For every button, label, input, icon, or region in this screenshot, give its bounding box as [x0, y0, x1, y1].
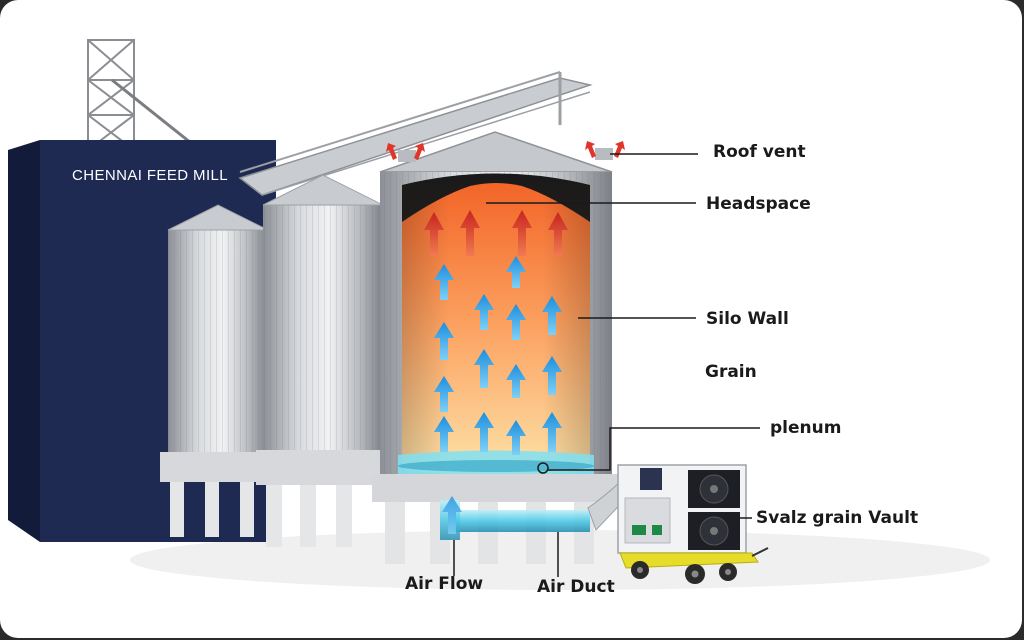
up-arrow-icon: [506, 256, 526, 288]
label-plenum: plenum: [770, 418, 842, 438]
vent-arrow-icon: [386, 143, 425, 160]
vault-logo-badge: [640, 468, 662, 490]
roof-vents: [386, 141, 625, 162]
silo-background-1: [160, 204, 272, 537]
up-arrow-icon: [506, 304, 526, 340]
fan-icon: [688, 512, 740, 550]
wheel-icon: [719, 563, 737, 581]
label-roof-vent: Roof vent: [713, 142, 806, 162]
up-arrow-icon: [434, 416, 454, 452]
mill-sign-text: CHENNAI FEED MILL: [72, 167, 228, 184]
plenum-leader: [548, 427, 760, 471]
up-arrow-icon: [474, 412, 494, 452]
up-arrow-icon: [434, 322, 454, 360]
silo-background-2: [256, 174, 386, 547]
up-arrow-icon: [506, 420, 526, 455]
up-arrow-icon: [548, 212, 568, 256]
fan-icon: [688, 470, 740, 508]
up-arrow-icon: [512, 210, 532, 256]
up-arrow-icon: [542, 356, 562, 395]
up-arrow-icon: [442, 496, 462, 534]
wheel-icon: [685, 564, 705, 584]
callout-lines: [453, 153, 760, 577]
up-arrow-icon: [474, 294, 494, 330]
up-arrow-icon: [474, 349, 494, 388]
plenum-marker: [537, 462, 549, 474]
top-gallery-conveyor: [238, 71, 593, 196]
label-grain: Grain: [705, 362, 757, 382]
wheel-icon: [631, 561, 649, 579]
airflow-arrows: [434, 256, 562, 534]
up-arrow-icon: [434, 264, 454, 300]
silo-main: [372, 131, 620, 564]
svalz-grain-vault-unit: [617, 464, 769, 584]
lattice-tower: [87, 39, 135, 151]
label-svalz-grain-vault: Svalz grain Vault: [756, 508, 919, 528]
hot-air-arrows: [424, 210, 568, 256]
up-arrow-icon: [542, 296, 562, 335]
label-silo-wall: Silo Wall: [706, 309, 789, 329]
up-arrow-icon: [542, 412, 562, 452]
label-headspace: Headspace: [706, 194, 811, 214]
label-air-duct: Air Duct: [537, 577, 615, 597]
up-arrow-icon: [424, 212, 444, 256]
label-air-flow: Air Flow: [405, 574, 484, 594]
up-arrow-icon: [460, 210, 480, 256]
up-arrow-icon: [506, 364, 526, 398]
up-arrow-icon: [434, 376, 454, 412]
